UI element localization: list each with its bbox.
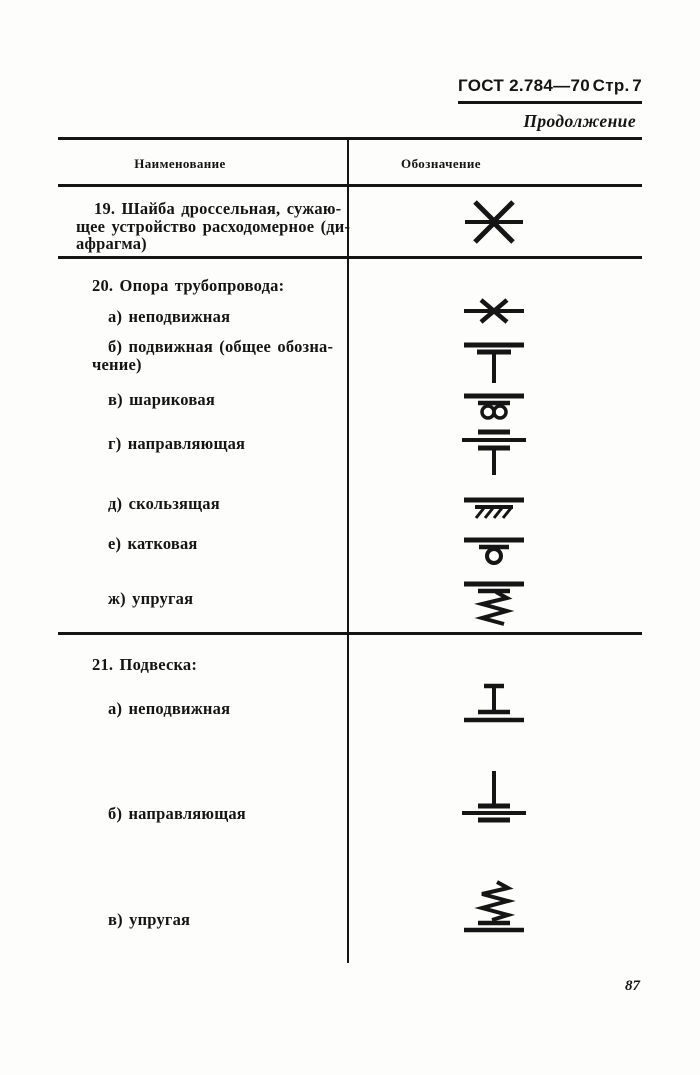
table-header-rule — [58, 184, 642, 187]
row20-item-a-label: а) неподвижная — [108, 307, 231, 326]
row20-item-v-label: в) шариковая — [108, 390, 216, 409]
table-top-rule — [58, 137, 642, 140]
running-header: ГОСТ 2.784—70 Стр. 7 — [458, 76, 642, 104]
guide-hanger-symbol — [462, 771, 526, 823]
row21-item-v-label: в) упругая — [108, 910, 191, 929]
sliding-support-symbol — [464, 497, 524, 521]
continuation-label: Продолжение — [523, 111, 636, 131]
row20-item-g-label: г) направляющая — [108, 434, 246, 453]
elastic-support-symbol — [464, 581, 524, 631]
row20-title: 20. Опора трубопровода: — [92, 276, 285, 295]
row20-item-b-label: б) подвижная (общее обозна- чение) — [92, 337, 334, 374]
row20-item-d-label: д) скользящая — [108, 494, 220, 513]
guide-support-symbol — [462, 428, 526, 476]
row21-title: 21. Подвеска: — [92, 655, 198, 674]
fixed-hanger-symbol — [464, 683, 524, 723]
row20-item-zh-label: ж) упругая — [108, 589, 194, 608]
row19-bottom-rule — [58, 256, 642, 259]
column-header-name: Наименование — [134, 156, 226, 171]
orifice-plate-symbol — [464, 199, 524, 245]
row20-bottom-rule — [58, 632, 642, 635]
fixed-support-symbol — [464, 298, 524, 324]
column-header-designation: Обозначение — [401, 156, 481, 171]
movable-support-symbol — [464, 342, 524, 384]
ball-support-symbol — [464, 393, 524, 423]
row19-text: 19. Шайба дроссельная, сужаю- щее устрой… — [76, 199, 351, 253]
elastic-hanger-symbol — [464, 879, 524, 933]
page-word: Стр. — [592, 76, 630, 95]
standard-number: ГОСТ 2.784—70 — [458, 76, 590, 95]
table-column-divider — [347, 137, 349, 963]
footer-page-number: 87 — [625, 978, 640, 994]
row21-item-b-label: б) направляющая — [108, 804, 246, 823]
row21-item-a-label: а) неподвижная — [108, 699, 231, 718]
row20-item-e-label: е) катковая — [108, 534, 198, 553]
roller-support-symbol — [464, 537, 524, 567]
header-page-number: 7 — [632, 76, 642, 95]
